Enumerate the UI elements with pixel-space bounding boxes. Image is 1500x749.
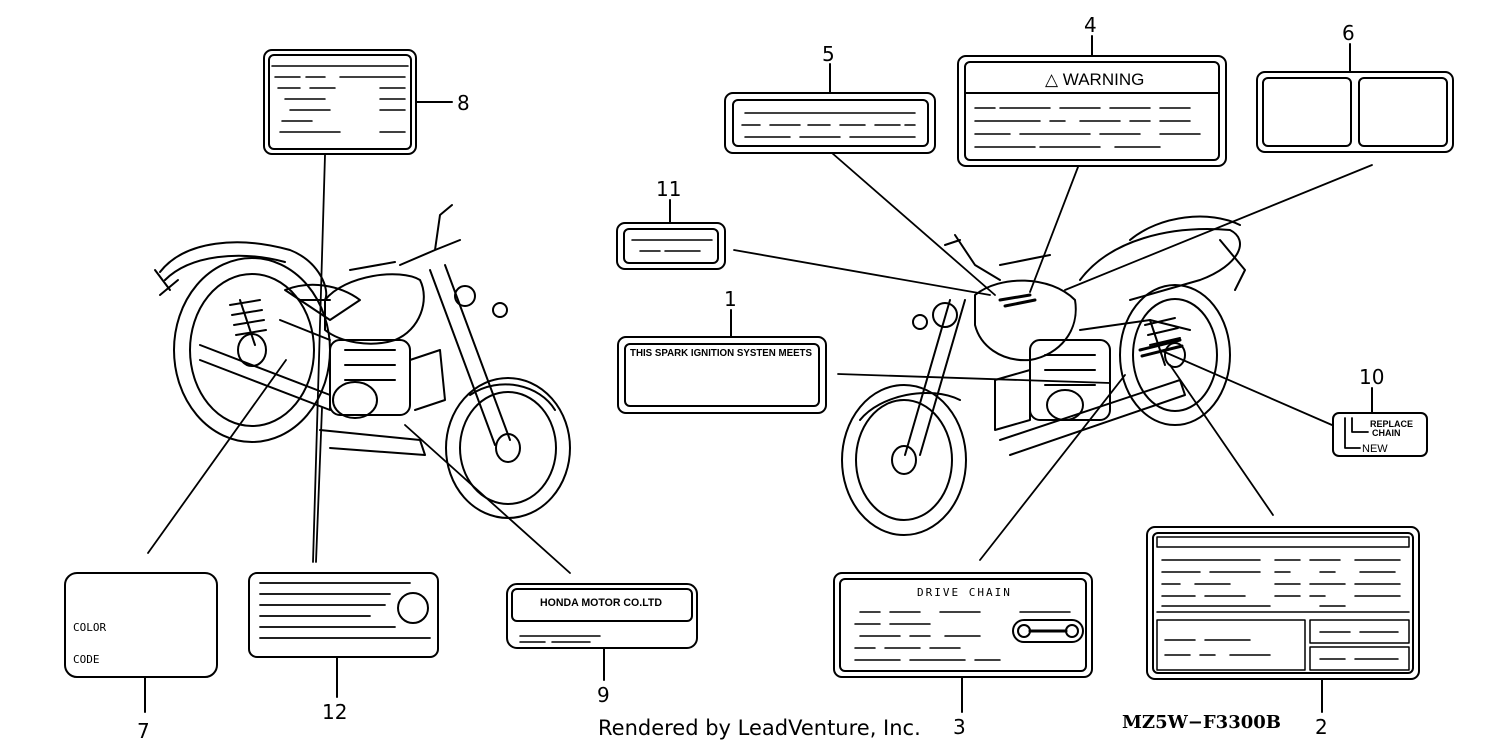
label-6-plate[interactable] <box>1256 43 1454 153</box>
callout-12: 12 <box>322 700 347 724</box>
callout-1: 1 <box>724 287 737 311</box>
callout-9: 9 <box>597 683 610 707</box>
left-motorcycle-drawing <box>154 204 571 519</box>
callout-10: 10 <box>1359 365 1384 389</box>
label-2-plate[interactable] <box>1146 526 1420 713</box>
callout-8: 8 <box>457 91 470 115</box>
label-7-plate[interactable] <box>64 572 218 713</box>
honda-motor-text: HONDA MOTOR CO.LTD <box>540 597 662 609</box>
new-text: NEW <box>1362 443 1388 455</box>
callout-7: 7 <box>137 719 150 743</box>
callout-3: 3 <box>953 715 966 739</box>
code-label: CODE <box>73 653 100 666</box>
label-9-plate[interactable] <box>506 583 698 681</box>
chain-text: CHAIN <box>1372 428 1401 438</box>
label-12-plate[interactable] <box>248 572 439 698</box>
callout-2: 2 <box>1315 715 1328 739</box>
label-8-plate[interactable] <box>263 49 453 155</box>
label-1-plate[interactable] <box>617 309 827 414</box>
callout-6: 6 <box>1342 21 1355 45</box>
spark-ignition-text: THIS SPARK IGNITION SYSTEN MEETS <box>630 348 812 359</box>
leader-lines <box>147 152 1373 574</box>
callout-5: 5 <box>822 42 835 66</box>
warning-title: △ WARNING <box>1045 70 1144 89</box>
diagram-code: MZ5W−F3300B <box>1122 712 1281 733</box>
label-5-plate[interactable] <box>724 63 936 154</box>
callout-11: 11 <box>656 177 681 201</box>
label-3-plate[interactable] <box>833 572 1093 713</box>
callout-4: 4 <box>1084 13 1097 37</box>
right-motorcycle-drawing <box>841 215 1246 536</box>
replace-text: REPLACE <box>1370 419 1413 429</box>
rendered-by-credit: Rendered by LeadVenture, Inc. <box>598 716 921 740</box>
label-4-plate[interactable] <box>957 35 1227 167</box>
label-11-plate[interactable] <box>616 199 726 270</box>
color-label: COLOR <box>73 621 106 634</box>
drive-chain-title: DRIVE CHAIN <box>917 586 1012 599</box>
label-10-plate[interactable] <box>1332 387 1428 457</box>
